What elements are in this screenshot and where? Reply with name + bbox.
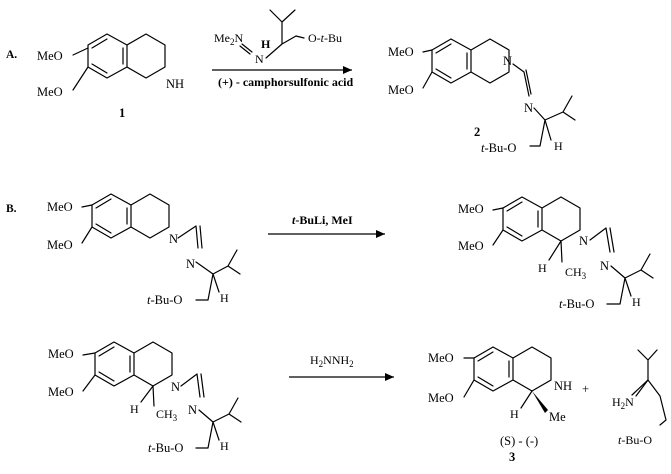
meo-label: MeO bbox=[458, 239, 484, 253]
compound-number-2: 2 bbox=[474, 125, 480, 139]
meo-label: MeO bbox=[458, 202, 484, 216]
me-label: Me bbox=[549, 410, 566, 424]
n-label: N bbox=[255, 52, 264, 66]
h-label: H bbox=[632, 295, 641, 309]
n-label: N bbox=[524, 101, 533, 115]
section-label-b: B. bbox=[6, 203, 17, 215]
h-label: H bbox=[130, 402, 139, 416]
otbu-label: O-t-Bu bbox=[308, 31, 342, 45]
tbuo-label: t-Bu-O bbox=[147, 293, 182, 307]
h-label: H bbox=[220, 439, 229, 453]
arrow-a: (+) - camphorsulfonic acid bbox=[212, 66, 353, 89]
tbuo-label: t-Bu-O bbox=[618, 433, 652, 447]
meo-label: MeO bbox=[47, 200, 73, 214]
meo-label: MeO bbox=[48, 347, 74, 361]
h2n-label: H2N bbox=[612, 395, 634, 411]
n-label: N bbox=[503, 54, 512, 68]
meo-label: MeO bbox=[428, 391, 454, 405]
meo-label: MeO bbox=[388, 83, 414, 97]
plus-sign: + bbox=[582, 382, 589, 396]
h-label: H bbox=[220, 291, 229, 305]
ch3-label: CH3 bbox=[156, 407, 178, 423]
tbuo-label: t-Bu-O bbox=[559, 297, 594, 311]
n-label: N bbox=[169, 232, 178, 246]
n-label: N bbox=[188, 403, 197, 417]
reagent-a-text: (+) - camphorsulfonic acid bbox=[218, 75, 353, 89]
amino-alcohol: H2N t-Bu-O bbox=[612, 349, 667, 447]
tbuo-label: t-Bu-O bbox=[148, 441, 183, 455]
compound-number-1: 1 bbox=[119, 106, 125, 120]
meo-label: MeO bbox=[48, 385, 74, 399]
reagent-b2-text: H2NNH2 bbox=[310, 353, 354, 369]
nh-label: NH bbox=[166, 77, 184, 91]
compound-2-b: MeO MeO N N H t-Bu-O bbox=[47, 193, 241, 307]
me2n-label: Me2N bbox=[214, 31, 244, 47]
n-label: N bbox=[579, 234, 588, 248]
meo-label: MeO bbox=[388, 45, 414, 59]
tbuo-label: t-Bu-O bbox=[481, 141, 516, 155]
n-label: N bbox=[186, 257, 195, 271]
meo-label: MeO bbox=[37, 49, 63, 63]
compound-1: MeO MeO NH 1 bbox=[37, 33, 184, 120]
meo-label: MeO bbox=[37, 85, 63, 99]
arrow-b2: H2NNH2 bbox=[289, 353, 394, 381]
compound-3: MeO MeO NH H Me (S) - (-) 3 bbox=[428, 346, 572, 464]
n-label: N bbox=[600, 259, 609, 273]
compound-2: MeO MeO N N H t-Bu-O 2 bbox=[388, 38, 576, 155]
h-label: H bbox=[510, 407, 519, 421]
nh-label: NH bbox=[554, 379, 572, 393]
compound-number-3: 3 bbox=[509, 450, 515, 464]
section-label-a: A. bbox=[6, 49, 17, 61]
meo-label: MeO bbox=[428, 351, 454, 365]
stereo-label: (S) - (-) bbox=[500, 434, 538, 448]
h-label: H bbox=[538, 261, 547, 275]
h-label: H bbox=[261, 37, 271, 51]
reagent-amidine: Me2N N H O-t-Bu bbox=[214, 9, 342, 66]
h-label: H bbox=[554, 139, 563, 153]
n-label: N bbox=[171, 380, 180, 394]
methylated-amidine: MeO MeO N H CH3 N H t-Bu-O bbox=[458, 196, 654, 311]
reagent-b1-text: t-BuLi, MeI bbox=[292, 213, 353, 227]
methylated-amidine-2: MeO MeO N H CH3 N H t-Bu-O bbox=[48, 341, 242, 455]
ch3-label: CH3 bbox=[565, 265, 587, 281]
arrow-b1: t-BuLi, MeI bbox=[268, 213, 385, 238]
meo-label: MeO bbox=[47, 238, 73, 252]
